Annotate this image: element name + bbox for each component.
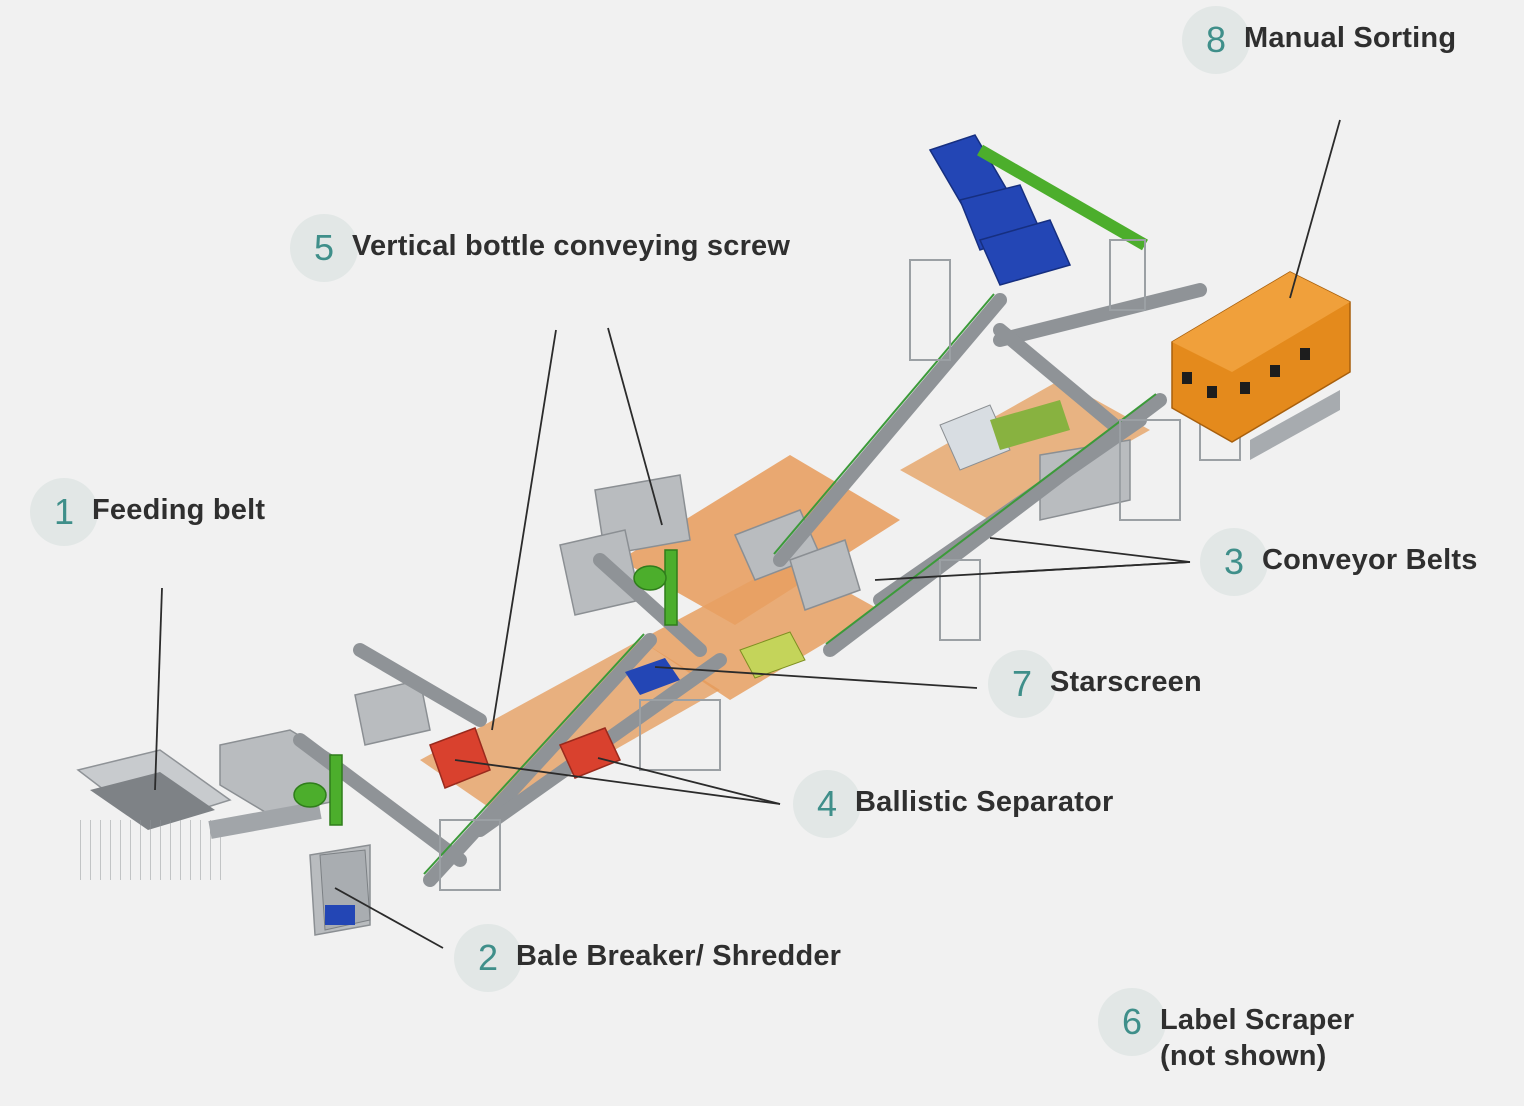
callout-ballistic-separator: 4 Ballistic Separator — [793, 770, 1113, 838]
callout-label: Feeding belt — [92, 494, 266, 526]
callout-conveyor-belts: 3 Conveyor Belts — [1200, 528, 1478, 596]
leader-bale-breaker — [334, 887, 444, 949]
conveyor-belt-edges — [423, 293, 1157, 875]
callout-label-line2: (not shown) — [1160, 1040, 1327, 1072]
leader-lines — [154, 119, 1341, 949]
callout-bale-breaker: 2 Bale Breaker/ Shredder — [454, 924, 841, 992]
callout-number: 5 — [290, 214, 358, 282]
leader-manual-sorting — [1289, 119, 1341, 299]
leader-conveyor-3 — [994, 561, 1191, 574]
callout-number: 1 — [30, 478, 98, 546]
callout-number: 2 — [454, 924, 522, 992]
callout-number: 7 — [988, 650, 1056, 718]
callout-starscreen: 7 Starscreen — [988, 650, 1202, 718]
callout-label: Ballistic Separator — [855, 786, 1114, 818]
feeding-belt-machine — [76, 749, 322, 880]
blue-bins — [928, 134, 1072, 286]
callout-number: 6 — [1098, 988, 1166, 1056]
callout-label: Bale Breaker/ Shredder — [516, 940, 842, 972]
callout-label: Manual Sorting — [1244, 22, 1457, 54]
leader-screw-2 — [607, 327, 663, 526]
callout-number: 3 — [1200, 528, 1268, 596]
callout-label: Label Scraper (not shown) — [1160, 988, 1354, 1074]
callout-label-scraper: 6 Label Scraper (not shown) — [1098, 988, 1354, 1074]
callout-number: 4 — [793, 770, 861, 838]
leader-screw-1 — [491, 329, 557, 731]
callout-vertical-screw: 5 Vertical bottle conveying screw — [290, 214, 790, 282]
leader-ballistic-1 — [454, 759, 781, 805]
leader-starscreen — [654, 666, 978, 689]
callout-manual-sorting: 8 Manual Sorting — [1182, 6, 1456, 74]
leader-ballistic-2 — [597, 757, 781, 805]
steel-structure — [439, 239, 1241, 891]
callout-label: Vertical bottle conveying screw — [352, 230, 791, 262]
ballistic-separators — [429, 727, 622, 789]
callout-number: 8 — [1182, 6, 1250, 74]
callout-label: Conveyor Belts — [1262, 544, 1478, 576]
callout-label-line1: Label Scraper — [1160, 1004, 1355, 1036]
callout-label: Starscreen — [1050, 666, 1202, 698]
leader-conveyor-1 — [989, 537, 1191, 563]
callout-feeding-belt: 1 Feeding belt — [30, 478, 265, 546]
mezzanine-platforms — [420, 380, 1150, 815]
bale-breaker-machine — [319, 849, 371, 931]
vertical-screws — [293, 549, 678, 826]
leader-feeding-belt — [154, 587, 163, 791]
central-machine — [939, 400, 1070, 471]
manual-sorting-cabin — [1171, 271, 1351, 460]
top-green-belt — [977, 144, 1148, 251]
